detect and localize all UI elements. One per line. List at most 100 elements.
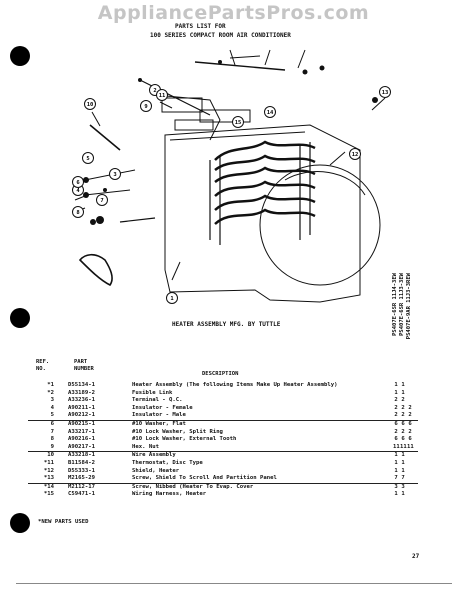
ref-number: *15 bbox=[43, 491, 54, 498]
part-number: M2112-17 bbox=[68, 483, 95, 490]
callout-circle-13 bbox=[379, 86, 391, 98]
quantity: 1 bbox=[394, 452, 398, 459]
column-header-ref-line1: REF. bbox=[36, 359, 50, 365]
callout-circle-7 bbox=[96, 194, 108, 206]
page-border-line bbox=[16, 583, 452, 584]
callout-circle-15 bbox=[232, 116, 244, 128]
quantity: 6 bbox=[394, 420, 398, 427]
callout-circle-11 bbox=[156, 89, 168, 101]
quantity: 1 bbox=[394, 382, 398, 388]
quantity: 11 bbox=[407, 443, 414, 450]
callout-label-9: 9 bbox=[144, 104, 147, 110]
part-number: B11584-2 bbox=[68, 459, 95, 466]
callout-circle-14 bbox=[264, 106, 276, 118]
callout-label-11: 11 bbox=[159, 93, 166, 99]
part-number: A90211-1 bbox=[68, 404, 95, 411]
part-number: A33218-1 bbox=[68, 452, 95, 459]
quantity: 7 bbox=[401, 475, 405, 482]
column-header-ref: REF. NO. bbox=[36, 359, 49, 373]
quantity: 1 bbox=[394, 491, 398, 498]
quantity: 2 bbox=[394, 412, 398, 419]
quantity: 2 bbox=[408, 404, 412, 411]
quantity: 1 bbox=[401, 491, 405, 498]
part-number: A90215-1 bbox=[68, 420, 95, 427]
part-description: Shield, Heater bbox=[132, 467, 180, 474]
ref-number: 3 bbox=[50, 397, 54, 404]
quantity: 2 bbox=[394, 404, 398, 411]
quantity: 6 bbox=[408, 436, 412, 443]
part-number: A33236-1 bbox=[68, 397, 95, 404]
quantity: 1 bbox=[394, 459, 398, 466]
column-header-description: DESCRIPTION bbox=[202, 371, 239, 377]
part-number: D55333-1 bbox=[68, 467, 95, 474]
ref-number: 10 bbox=[47, 452, 54, 459]
part-number: A33217-1 bbox=[68, 428, 95, 435]
column-header-part-line2: NUMBER bbox=[74, 366, 94, 372]
callout-label-2: 2 bbox=[153, 88, 156, 94]
part-description: Screw, Nibbed (Heater To Evap. Cover bbox=[132, 483, 254, 490]
document-subtitle: 100 SERIES COMPACT ROOM AIR CONDITIONER bbox=[150, 32, 291, 39]
model-column-3: PS407E-9AR 11J3-3REW bbox=[406, 273, 412, 340]
ref-number: 6 bbox=[50, 420, 54, 427]
quantity: 2 bbox=[408, 428, 412, 435]
column-header-ref-line2: NO. bbox=[36, 366, 46, 372]
ref-number: *11 bbox=[43, 459, 54, 466]
callout-circle-5 bbox=[82, 152, 94, 164]
part-number: C59471-1 bbox=[68, 491, 95, 498]
quantity: 3 bbox=[401, 483, 405, 490]
quantity: 7 bbox=[394, 475, 398, 482]
part-number: A90216-1 bbox=[68, 436, 95, 443]
ref-number: 4 bbox=[50, 404, 54, 411]
quantity: 6 bbox=[394, 436, 398, 443]
part-number: M2165-29 bbox=[68, 475, 95, 482]
column-header-part: PART NUMBER bbox=[74, 359, 94, 373]
quantity: 2 bbox=[394, 397, 398, 404]
part-description: Insulator - Female bbox=[132, 404, 193, 411]
part-number: A90212-1 bbox=[68, 412, 95, 419]
callout-circle-9 bbox=[140, 100, 152, 112]
quantity: 2 bbox=[401, 412, 405, 419]
callout-label-15: 15 bbox=[235, 120, 242, 126]
binder-hole-top bbox=[10, 46, 30, 66]
quantity: 2 bbox=[394, 428, 398, 435]
ref-number: *1 bbox=[47, 382, 54, 388]
callout-circle-8 bbox=[72, 206, 84, 218]
ref-number: *14 bbox=[43, 483, 54, 490]
table-row: *1 D55134-1 Heater Assembly (The following… bbox=[28, 382, 418, 390]
part-description: Thermostat, Disc Type bbox=[132, 459, 203, 466]
part-description: #10 Lock Washer, Split Ring bbox=[132, 428, 223, 435]
ref-number: *12 bbox=[43, 467, 54, 474]
ref-number: *2 bbox=[47, 389, 54, 396]
quantity: 1 bbox=[401, 389, 405, 396]
callout-circle-3 bbox=[109, 168, 121, 180]
quantity: 11 bbox=[393, 443, 400, 450]
quantity: 1 bbox=[394, 467, 398, 474]
callout-label-5: 5 bbox=[86, 156, 89, 162]
part-number: D55134-1 bbox=[68, 382, 95, 388]
part-description: Fusible Link bbox=[132, 389, 173, 396]
quantity: 2 bbox=[401, 397, 405, 404]
callout-label-13: 13 bbox=[382, 90, 389, 96]
callout-label-14: 14 bbox=[267, 110, 274, 116]
quantity: 3 bbox=[394, 483, 398, 490]
callout-circle-10 bbox=[84, 98, 96, 110]
part-description: #10 Washer, Flat bbox=[132, 420, 186, 427]
part-description: Heater Assembly (The following Items Mak… bbox=[132, 382, 338, 388]
callout-label-1: 1 bbox=[170, 296, 174, 302]
footnote-new-parts: *NEW PARTS USED bbox=[38, 519, 89, 525]
quantity: 1 bbox=[401, 459, 405, 466]
callout-circle-6 bbox=[72, 176, 84, 188]
table-row: *14 M2112-17 Screw, Nibbed (Heater To Evap… bbox=[28, 484, 418, 492]
